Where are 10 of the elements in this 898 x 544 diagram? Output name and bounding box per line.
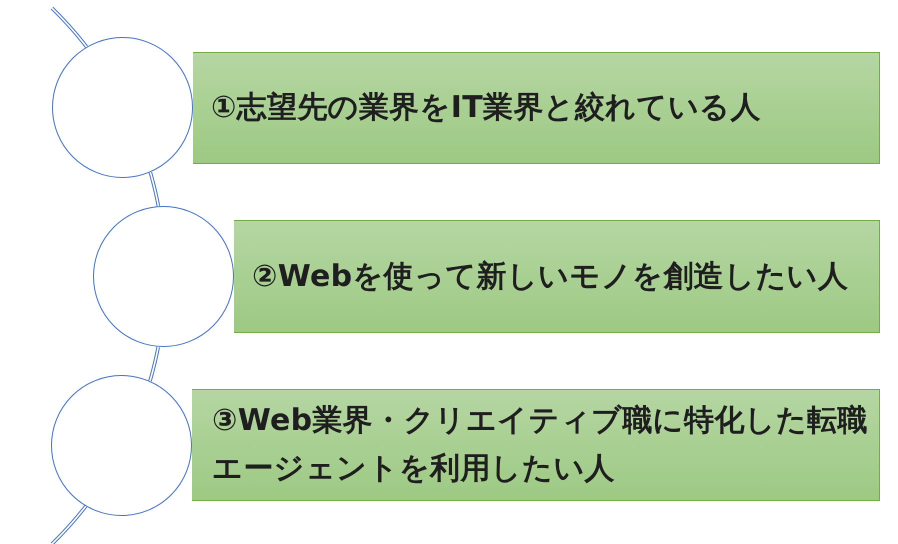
list-bar xyxy=(192,389,880,501)
item-text: ①志望先の業界をIT業界と絞れている人 xyxy=(211,89,761,127)
curved-line xyxy=(50,504,88,544)
curved-line xyxy=(148,171,160,207)
item-text: ②Webを使って新しいモノを創造したい人 xyxy=(252,258,848,296)
curved-line xyxy=(50,6,88,48)
list-bar xyxy=(234,220,880,333)
item-text: ③Web業界・クリエイティブ職に特化した転職エージェントを利用したい人 xyxy=(212,402,869,488)
list-bar xyxy=(193,52,880,164)
curved-line xyxy=(148,346,160,382)
